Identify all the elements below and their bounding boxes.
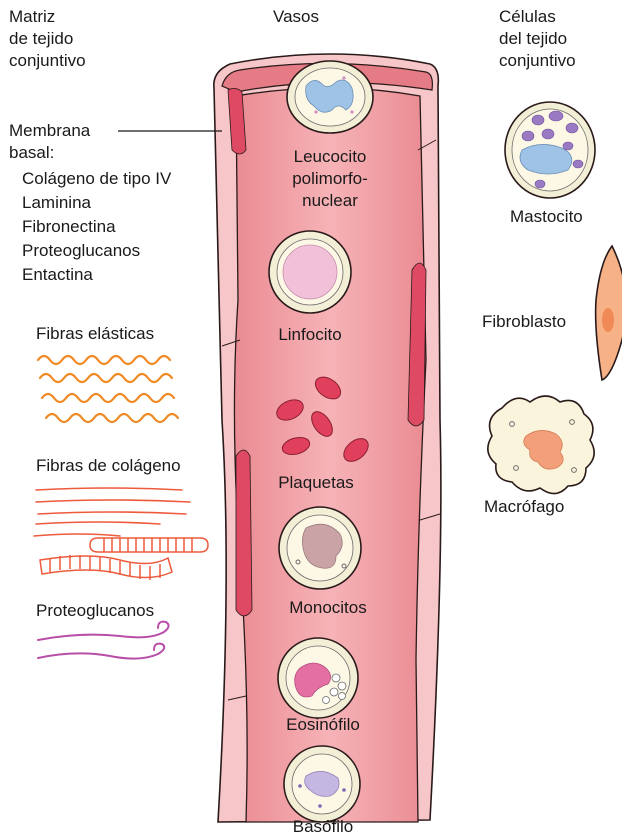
matrix-header-line: de tejido: [9, 28, 86, 50]
fibroblast-label: Fibroblasto: [482, 311, 566, 333]
leukocyte-label-line: nuclear: [270, 190, 390, 212]
collagen-fibers: [34, 488, 190, 536]
platelets-label: Plaquetas: [256, 472, 376, 494]
membrane-component: Colágeno de tipo IV: [22, 167, 171, 191]
cells-header: Células del tejido conjuntivo: [499, 6, 576, 72]
cells-header-line: conjuntivo: [499, 50, 576, 72]
membrane-title-line: Membrana: [9, 120, 90, 142]
collagen-fibril-banded: [40, 538, 208, 580]
proteoglycan-molecules: [38, 622, 169, 659]
macrophage-label: Macrófago: [484, 496, 564, 518]
leukocyte-cell: [287, 61, 373, 133]
membrane-component: Fibronectina: [22, 215, 171, 239]
basophil-label: Basófilo: [263, 816, 383, 838]
eosinophil-cell: [278, 638, 358, 718]
basophil-cell: [284, 746, 360, 822]
monocytes-label: Monocitos: [268, 597, 388, 619]
membrane-title-line: basal:: [9, 142, 90, 164]
fibroblast-cell: [596, 246, 622, 380]
vessels-header: Vasos: [273, 6, 319, 28]
proteoglycans-label: Proteoglucanos: [36, 600, 154, 622]
mast-cell-label: Mastocito: [510, 206, 583, 228]
monocyte-cell: [279, 507, 361, 589]
lymphocyte-cell: [269, 231, 351, 313]
matrix-header-line: conjuntivo: [9, 50, 86, 72]
matrix-header: Matriz de tejido conjuntivo: [9, 6, 86, 72]
lymphocyte-label: Linfocito: [250, 324, 370, 346]
basement-membrane-title: Membrana basal:: [9, 120, 90, 164]
membrane-component: Laminina: [22, 191, 171, 215]
cells-header-line: del tejido: [499, 28, 576, 50]
membrane-component: Proteoglucanos: [22, 239, 171, 263]
matrix-header-line: Matriz: [9, 6, 86, 28]
collagen-fibers-label: Fibras de colágeno: [36, 455, 181, 477]
macrophage-cell: [488, 396, 594, 494]
mast-cell: [505, 102, 595, 198]
membrane-component: Entactina: [22, 263, 171, 287]
cells-header-line: Células: [499, 6, 576, 28]
elastic-fibers-label: Fibras elásticas: [36, 323, 154, 345]
leukocyte-label-line: Leucocito: [270, 146, 390, 168]
elastic-fibers: [38, 356, 178, 422]
basement-membrane-components: Colágeno de tipo IV Laminina Fibronectin…: [22, 167, 171, 287]
leukocyte-label-line: polimorfo-: [270, 168, 390, 190]
leukocyte-label: Leucocito polimorfo- nuclear: [270, 146, 390, 212]
endothelial-nucleus: [236, 450, 252, 616]
eosinophil-label: Eosinófilo: [263, 714, 383, 736]
